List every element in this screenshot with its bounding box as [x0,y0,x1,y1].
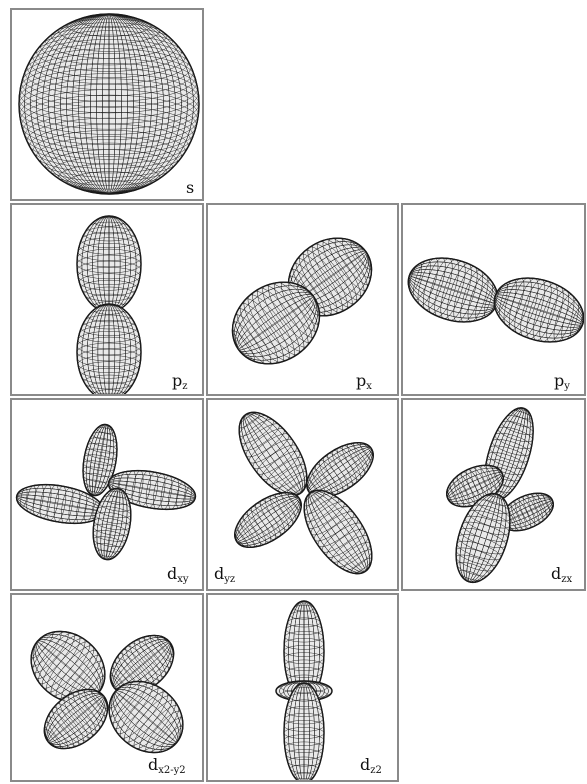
px-lobe-front [231,281,321,365]
dyz-lobe-upleft [238,411,308,497]
dzx-lobe-right [500,492,554,532]
panel-dx2y2-orbital: dx2-y2 [10,593,204,782]
dz2-lobe-top [283,600,325,702]
dx2y2-lobe-bottomleft [43,688,109,750]
panel-dzx-orbital: dzx [401,398,586,591]
dx2y2-orbital-shape [30,630,184,754]
pz-orbital-shape [76,215,142,394]
dyz-lobe-downleft [234,492,302,548]
dxy-lobe-down [92,487,132,561]
label-s: s [186,178,195,197]
panel-dxy-orbital: dxy [10,398,204,591]
panel-s-orbital: s [10,8,204,201]
label-pz: pz [172,371,188,392]
panel-px-orbital: px [206,203,399,396]
label-dxy: dxy [167,564,189,585]
dxy-lobe-right [107,469,197,511]
dxy-orbital-shape [15,423,197,561]
label-dyz: dyz [214,564,236,585]
label-dx2y2: dx2-y2 [148,755,186,776]
py-orbital-shape [407,257,584,343]
dyz-orbital-shape [234,411,374,575]
dz2-lobe-bottom [283,682,325,780]
dzx-lobe-down [455,492,511,584]
label-dzx: dzx [551,564,573,585]
dz2-orbital-shape [275,600,333,780]
py-lobe-right [493,277,584,343]
pz-lobe-bottom [76,303,142,394]
dyz-lobe-upright [306,442,374,498]
s-orbital-shape [18,13,200,195]
s-sphere [18,13,200,195]
dzx-orbital-shape [446,407,554,584]
pz-lobe-top [76,215,142,313]
panel-py-orbital: py [401,203,586,396]
py-lobe-left [407,257,499,323]
panel-dyz-orbital: dyz [206,398,399,591]
dxy-lobe-up [82,423,118,497]
px-orbital-shape [231,237,373,365]
label-py: py [554,371,570,392]
label-px: px [356,371,372,392]
panel-dz2-orbital: dz2 [206,593,399,782]
panel-pz-orbital: pz [10,203,204,396]
dx2y2-lobe-bottomright [108,680,184,754]
label-dz2: dz2 [360,755,382,776]
dyz-lobe-downright [303,489,373,575]
dx2y2-lobe-topright [109,634,175,696]
